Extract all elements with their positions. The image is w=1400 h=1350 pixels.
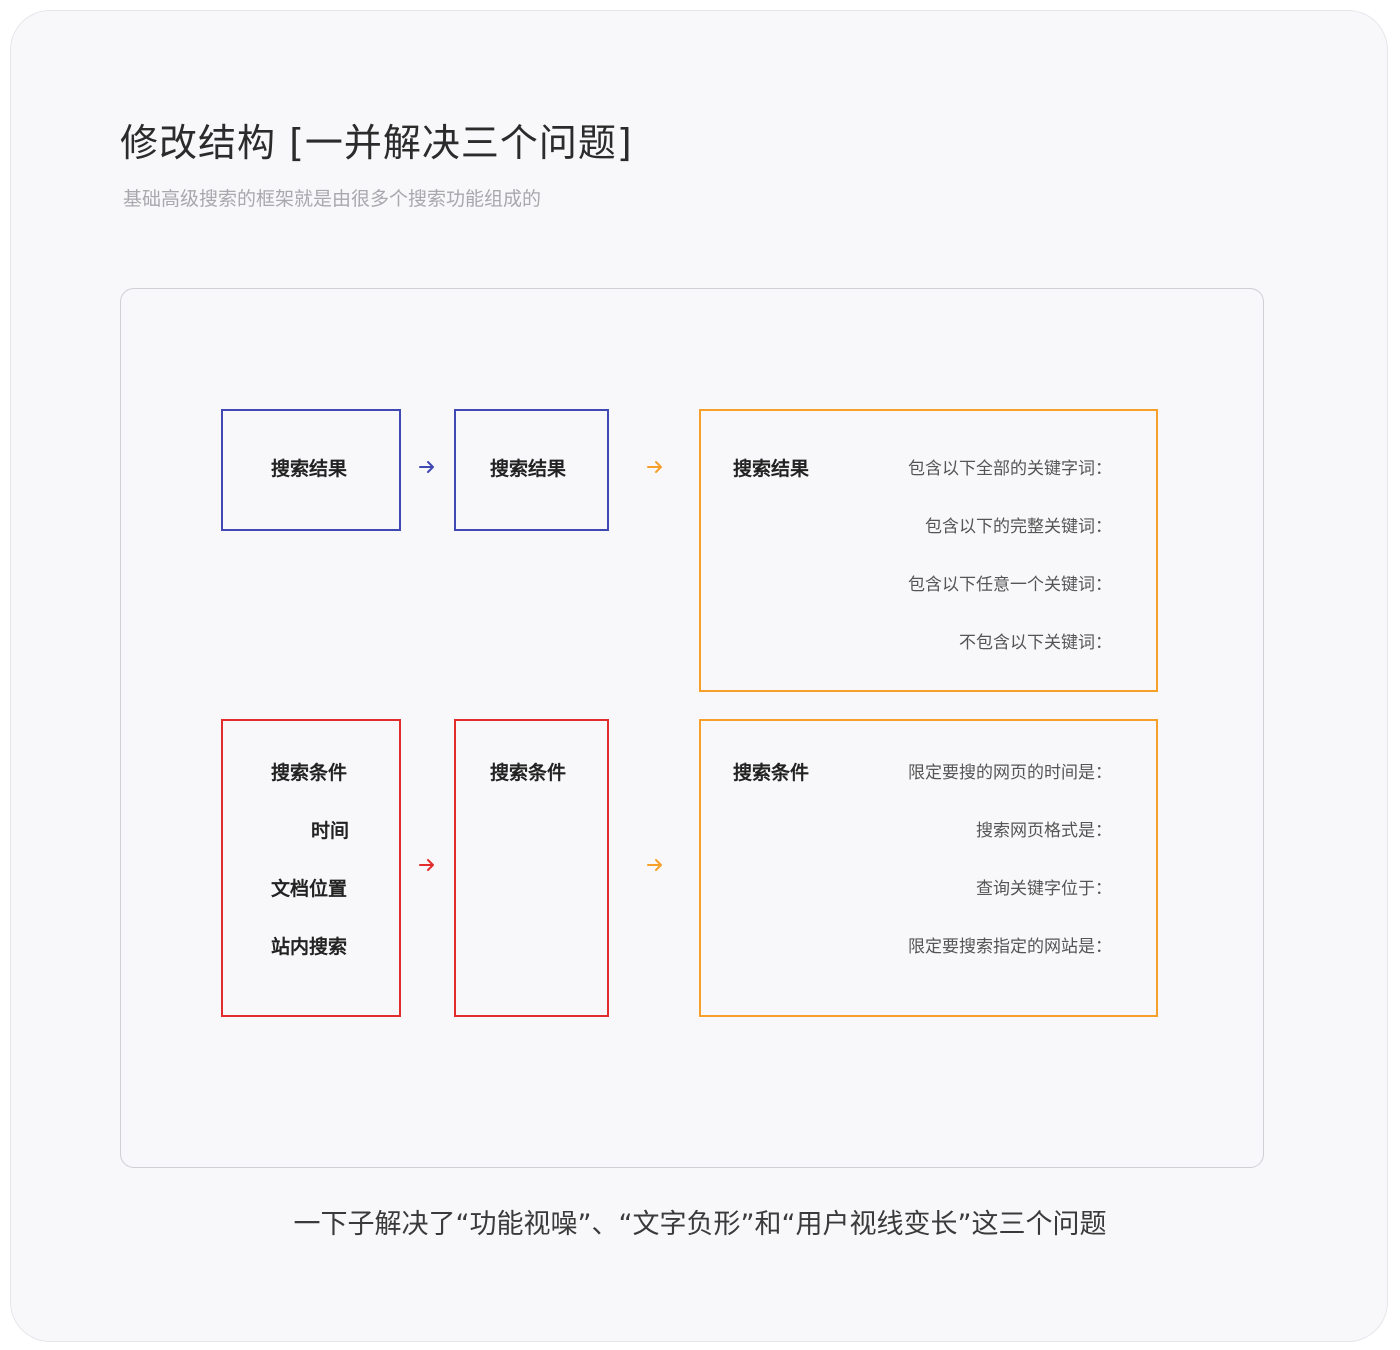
row2-box-merged: 搜索条件 <box>454 719 609 1017</box>
row2-box-original-label: 时间 <box>311 820 350 842</box>
row1-box-original: 搜索结果 <box>221 409 401 531</box>
row1-box-original-label: 搜索结果 <box>271 458 348 480</box>
row1-box-merged-label: 搜索结果 <box>490 458 567 480</box>
arrow-right-icon <box>419 859 434 871</box>
row2-box-original-label: 文档位置 <box>271 878 348 900</box>
page-subtitle: 基础高级搜索的框架就是由很多个搜索功能组成的 <box>123 188 542 210</box>
row1-box-expanded-label: 搜索结果 <box>733 458 810 480</box>
row1-field-label: 包含以下全部的关键字词： <box>908 459 1112 479</box>
row2-box-merged-label: 搜索条件 <box>490 762 567 784</box>
row2-field-label: 查询关键字位于： <box>976 879 1112 899</box>
page-title: 修改结构 [一并解决三个问题] <box>120 121 633 165</box>
row2-box-expanded-label: 搜索条件 <box>733 762 810 784</box>
row1-field-label: 包含以下的完整关键词： <box>925 517 1112 537</box>
row2-box-expanded: 搜索条件 限定要搜的网页的时间是： 搜索网页格式是： 查询关键字位于： 限定要搜… <box>699 719 1158 1017</box>
arrow-right-icon <box>647 859 662 871</box>
row1-box-expanded: 搜索结果 包含以下全部的关键字词： 包含以下的完整关键词： 包含以下任意一个关键… <box>699 409 1158 692</box>
row2-box-original: 搜索条件 时间 文档位置 站内搜索 <box>221 719 401 1017</box>
arrow-right-icon <box>647 461 662 473</box>
footer-caption: 一下子解决了“功能视噪”、“文字负形”和“用户视线变长”这三个问题 <box>293 1209 1107 1240</box>
row1-field-label: 包含以下任意一个关键词： <box>908 575 1112 595</box>
row2-box-original-label: 站内搜索 <box>271 936 348 958</box>
diagram-panel: 搜索结果 搜索结果 搜索结果 包含以下全部的关键字词： 包含以下的完整关键词： … <box>120 288 1264 1168</box>
arrow-right-icon <box>419 461 434 473</box>
row1-field-label: 不包含以下关键词： <box>959 633 1112 653</box>
row2-box-original-label: 搜索条件 <box>271 762 348 784</box>
row2-field-label: 搜索网页格式是： <box>976 821 1112 841</box>
row2-field-label: 限定要搜的网页的时间是： <box>908 763 1112 783</box>
row2-field-label: 限定要搜索指定的网站是： <box>908 937 1112 957</box>
row1-box-merged: 搜索结果 <box>454 409 609 531</box>
